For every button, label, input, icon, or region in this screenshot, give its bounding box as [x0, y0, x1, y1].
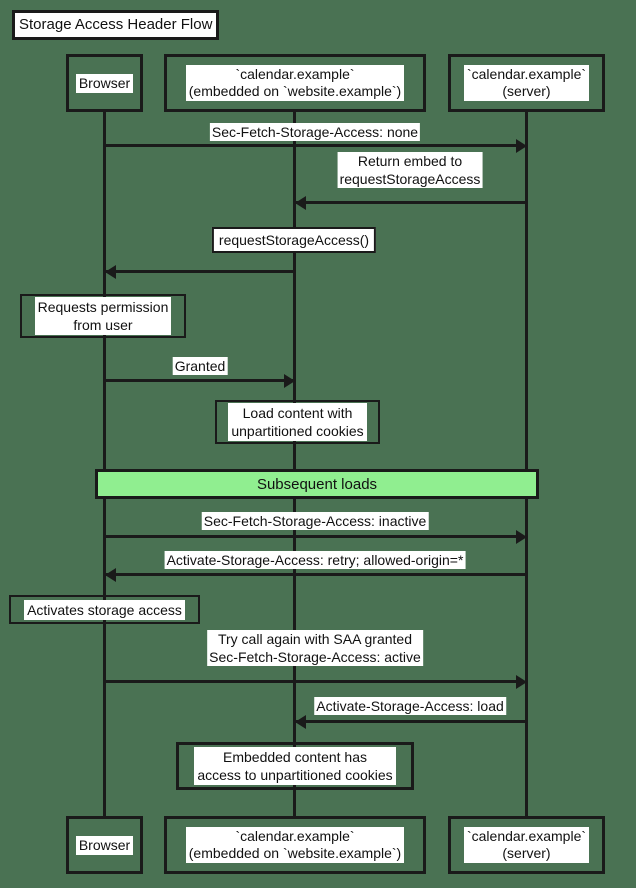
- message-line-return-embed: [295, 201, 525, 204]
- participant-browser-label-bottom: Browser: [75, 835, 134, 855]
- note-embedded-content-access-text: Embedded content has access to unpartiti…: [194, 747, 396, 785]
- participant-server-bottom[interactable]: `calendar.example` (server): [448, 816, 605, 874]
- arrowhead-activate-retry: [105, 568, 116, 582]
- message-label-request-storage-access: requestStorageAccess(): [211, 227, 377, 253]
- arrowhead-activate-load: [295, 715, 306, 729]
- message-label-sec-fetch-inactive: Sec-Fetch-Storage-Access: inactive: [201, 512, 429, 530]
- lifeline-server: [525, 112, 528, 818]
- arrowhead-request-storage-access: [105, 265, 116, 279]
- message-label-sec-fetch-none: Sec-Fetch-Storage-Access: none: [209, 123, 421, 141]
- participant-embed-bottom[interactable]: `calendar.example` (embedded on `website…: [164, 816, 426, 874]
- message-line-sec-fetch-inactive: [105, 535, 521, 538]
- message-line-granted: [105, 379, 295, 382]
- divider-subsequent-loads: Subsequent loads: [95, 469, 539, 499]
- message-label-activate-retry: Activate-Storage-Access: retry; allowed-…: [164, 551, 466, 569]
- participant-browser-bottom[interactable]: Browser: [66, 816, 143, 874]
- note-load-content-text: Load content with unpartitioned cookies: [228, 403, 367, 441]
- arrowhead-granted: [284, 374, 295, 388]
- message-line-activate-load: [295, 720, 525, 723]
- message-line-request-storage-access: [105, 270, 295, 273]
- arrowhead-try-call-again: [516, 675, 527, 689]
- participant-server-top[interactable]: `calendar.example` (server): [448, 54, 605, 112]
- note-activates-storage-access-text: Activates storage access: [24, 599, 185, 620]
- participant-embed-label: `calendar.example` (embedded on `website…: [185, 65, 405, 101]
- note-activates-storage-access: Activates storage access: [9, 595, 200, 624]
- participant-server-label-bottom: `calendar.example` (server): [463, 827, 590, 863]
- arrowhead-sec-fetch-inactive: [516, 530, 527, 544]
- message-line-activate-retry: [105, 573, 525, 576]
- message-label-try-call-again: Try call again with SAA granted Sec-Fetc…: [207, 630, 423, 666]
- participant-browser-top[interactable]: Browser: [66, 54, 143, 112]
- participant-embed-label-bottom: `calendar.example` (embedded on `website…: [185, 827, 405, 863]
- participant-browser-label: Browser: [75, 73, 134, 93]
- note-requests-permission-text: Requests permission from user: [34, 297, 172, 335]
- message-line-try-call-again: [105, 680, 521, 683]
- diagram-title: Storage Access Header Flow: [12, 10, 220, 40]
- message-label-return-embed: Return embed to requestStorageAccess: [337, 152, 483, 188]
- arrowhead-return-embed: [295, 196, 306, 210]
- note-load-content: Load content with unpartitioned cookies: [215, 400, 380, 444]
- message-label-granted: Granted: [172, 357, 228, 375]
- note-embedded-content-access: Embedded content has access to unpartiti…: [176, 742, 414, 790]
- participant-embed-top[interactable]: `calendar.example` (embedded on `website…: [164, 54, 426, 112]
- message-line-sec-fetch-none: [105, 144, 521, 147]
- arrowhead-sec-fetch-none: [516, 139, 527, 153]
- lifeline-browser: [103, 112, 106, 818]
- message-label-activate-load: Activate-Storage-Access: load: [314, 697, 506, 715]
- participant-server-label: `calendar.example` (server): [463, 65, 590, 101]
- lifeline-embed: [293, 112, 296, 818]
- note-requests-permission: Requests permission from user: [20, 294, 186, 338]
- divider-subsequent-loads-label: Subsequent loads: [256, 475, 378, 493]
